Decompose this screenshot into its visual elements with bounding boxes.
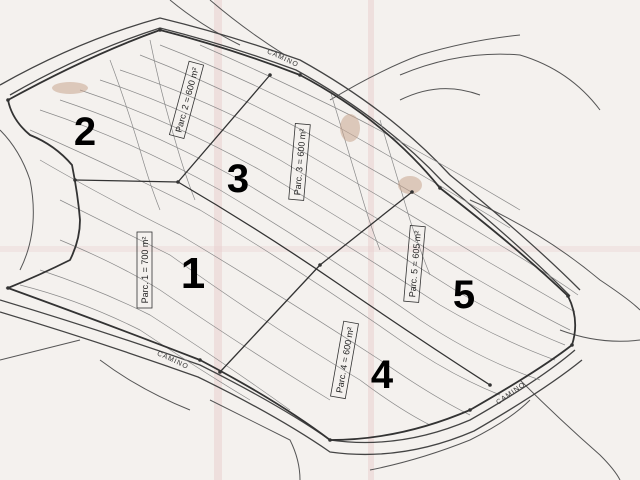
- terrain-line: [0, 339, 81, 361]
- contour-line: [39, 159, 471, 416]
- parcel-number-1: 1: [181, 249, 205, 298]
- road-north-edge: [0, 17, 581, 291]
- terrain-line: [209, 0, 286, 56]
- scan-band: [368, 0, 374, 480]
- survey-points: [6, 28, 574, 442]
- contour-line: [59, 239, 331, 401]
- division-line: [219, 264, 321, 373]
- terrain-line: [329, 34, 521, 101]
- road-north-edge: [9, 27, 571, 297]
- slope-shade: [398, 176, 422, 194]
- survey-point: [158, 28, 162, 32]
- area-label-box: [136, 231, 153, 309]
- terrain-line: [169, 0, 241, 46]
- survey-point: [468, 408, 472, 412]
- road-south-edge: [0, 311, 583, 456]
- contour-line: [79, 89, 566, 346]
- contour-line: [109, 59, 161, 211]
- terrain-line: [469, 199, 640, 311]
- terrain-line: [399, 53, 601, 111]
- survey-point: [6, 286, 10, 290]
- survey-point: [298, 73, 302, 77]
- survey-point: [268, 73, 272, 77]
- division-line: [177, 181, 491, 386]
- slope-shade: [340, 114, 360, 142]
- area-label-box: [288, 123, 311, 201]
- survey-point: [6, 98, 10, 102]
- terrain-line: [0, 129, 34, 271]
- contour-line: [119, 69, 576, 313]
- contour-line: [139, 54, 579, 296]
- contour-line: [59, 199, 431, 426]
- terrain-line: [559, 329, 640, 342]
- area-label-box: [403, 225, 426, 303]
- contour-line: [19, 284, 251, 401]
- contour-line: [39, 269, 291, 411]
- terrain-line: [519, 379, 621, 480]
- area-label-box: [330, 320, 359, 400]
- slope-shade: [52, 82, 88, 94]
- parcel-number-4: 4: [371, 353, 394, 397]
- contour-line: [59, 99, 556, 361]
- survey-point: [176, 180, 180, 184]
- contour-line: [29, 129, 501, 396]
- scan-band: [0, 246, 640, 252]
- survey-point: [318, 263, 322, 267]
- area-label-parcel-1: Parc. 1 = 700 m²: [136, 231, 153, 309]
- parcel-number-2: 2: [74, 110, 96, 154]
- survey-point: [488, 383, 492, 387]
- slope-shading: [52, 82, 422, 194]
- contour-line: [329, 89, 381, 251]
- survey-point: [410, 190, 414, 194]
- scan-band: [214, 0, 222, 480]
- area-label-text: Parc. 1 = 700 m²: [140, 237, 150, 304]
- parcel-number-5: 5: [453, 273, 475, 317]
- survey-point: [73, 178, 77, 182]
- terrain-line: [209, 399, 301, 480]
- survey-point: [566, 294, 570, 298]
- division-line: [319, 191, 413, 266]
- terrain-line: [99, 359, 191, 411]
- survey-point: [570, 343, 574, 347]
- terrain-line: [369, 399, 531, 471]
- contour-line: [39, 109, 541, 381]
- survey-point: [438, 186, 442, 190]
- survey-point: [218, 370, 222, 374]
- area-label-box: [168, 60, 205, 140]
- roads: [0, 17, 583, 456]
- survey-point: [328, 438, 332, 442]
- contour-line: [199, 44, 521, 211]
- terrain-line: [399, 88, 481, 101]
- contour-line: [99, 79, 571, 331]
- survey-point: [198, 358, 202, 362]
- parcel-number-3: 3: [227, 157, 249, 201]
